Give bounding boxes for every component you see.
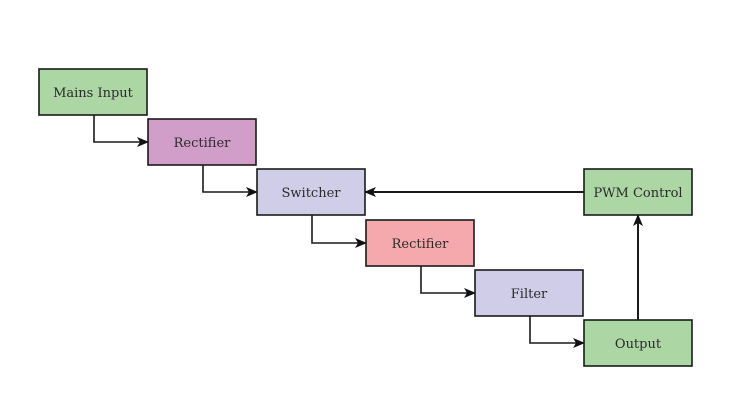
node-mains: Mains Input [38,68,148,116]
node-box [147,118,257,166]
node-label: Filter [511,287,548,302]
node-box [583,319,693,367]
node-box [38,68,148,116]
node-label: Rectifier [392,237,450,252]
edge-switcher-to-rect2 [311,215,367,248]
node-box [474,269,584,317]
node-label: Mains Input [53,86,134,101]
node-rect1: Rectifier [147,118,257,166]
node-label: Output [615,337,662,352]
node-output: Output [583,319,693,367]
edge-rect2-to-filter [420,266,476,298]
edge-rect1-to-switcher [202,165,258,197]
node-pwm: PWM Control [583,168,693,216]
node-box [256,168,366,216]
node-box [365,219,475,267]
node-box [583,168,693,216]
node-label: PWM Control [593,186,682,201]
node-label: Switcher [282,186,342,201]
node-rect2: Rectifier [365,219,475,267]
node-filter: Filter [474,269,584,317]
node-switcher: Switcher [256,168,366,216]
edge-filter-to-output [529,316,585,348]
node-label: Rectifier [174,136,232,151]
edge-mains-to-rect1 [93,115,149,147]
